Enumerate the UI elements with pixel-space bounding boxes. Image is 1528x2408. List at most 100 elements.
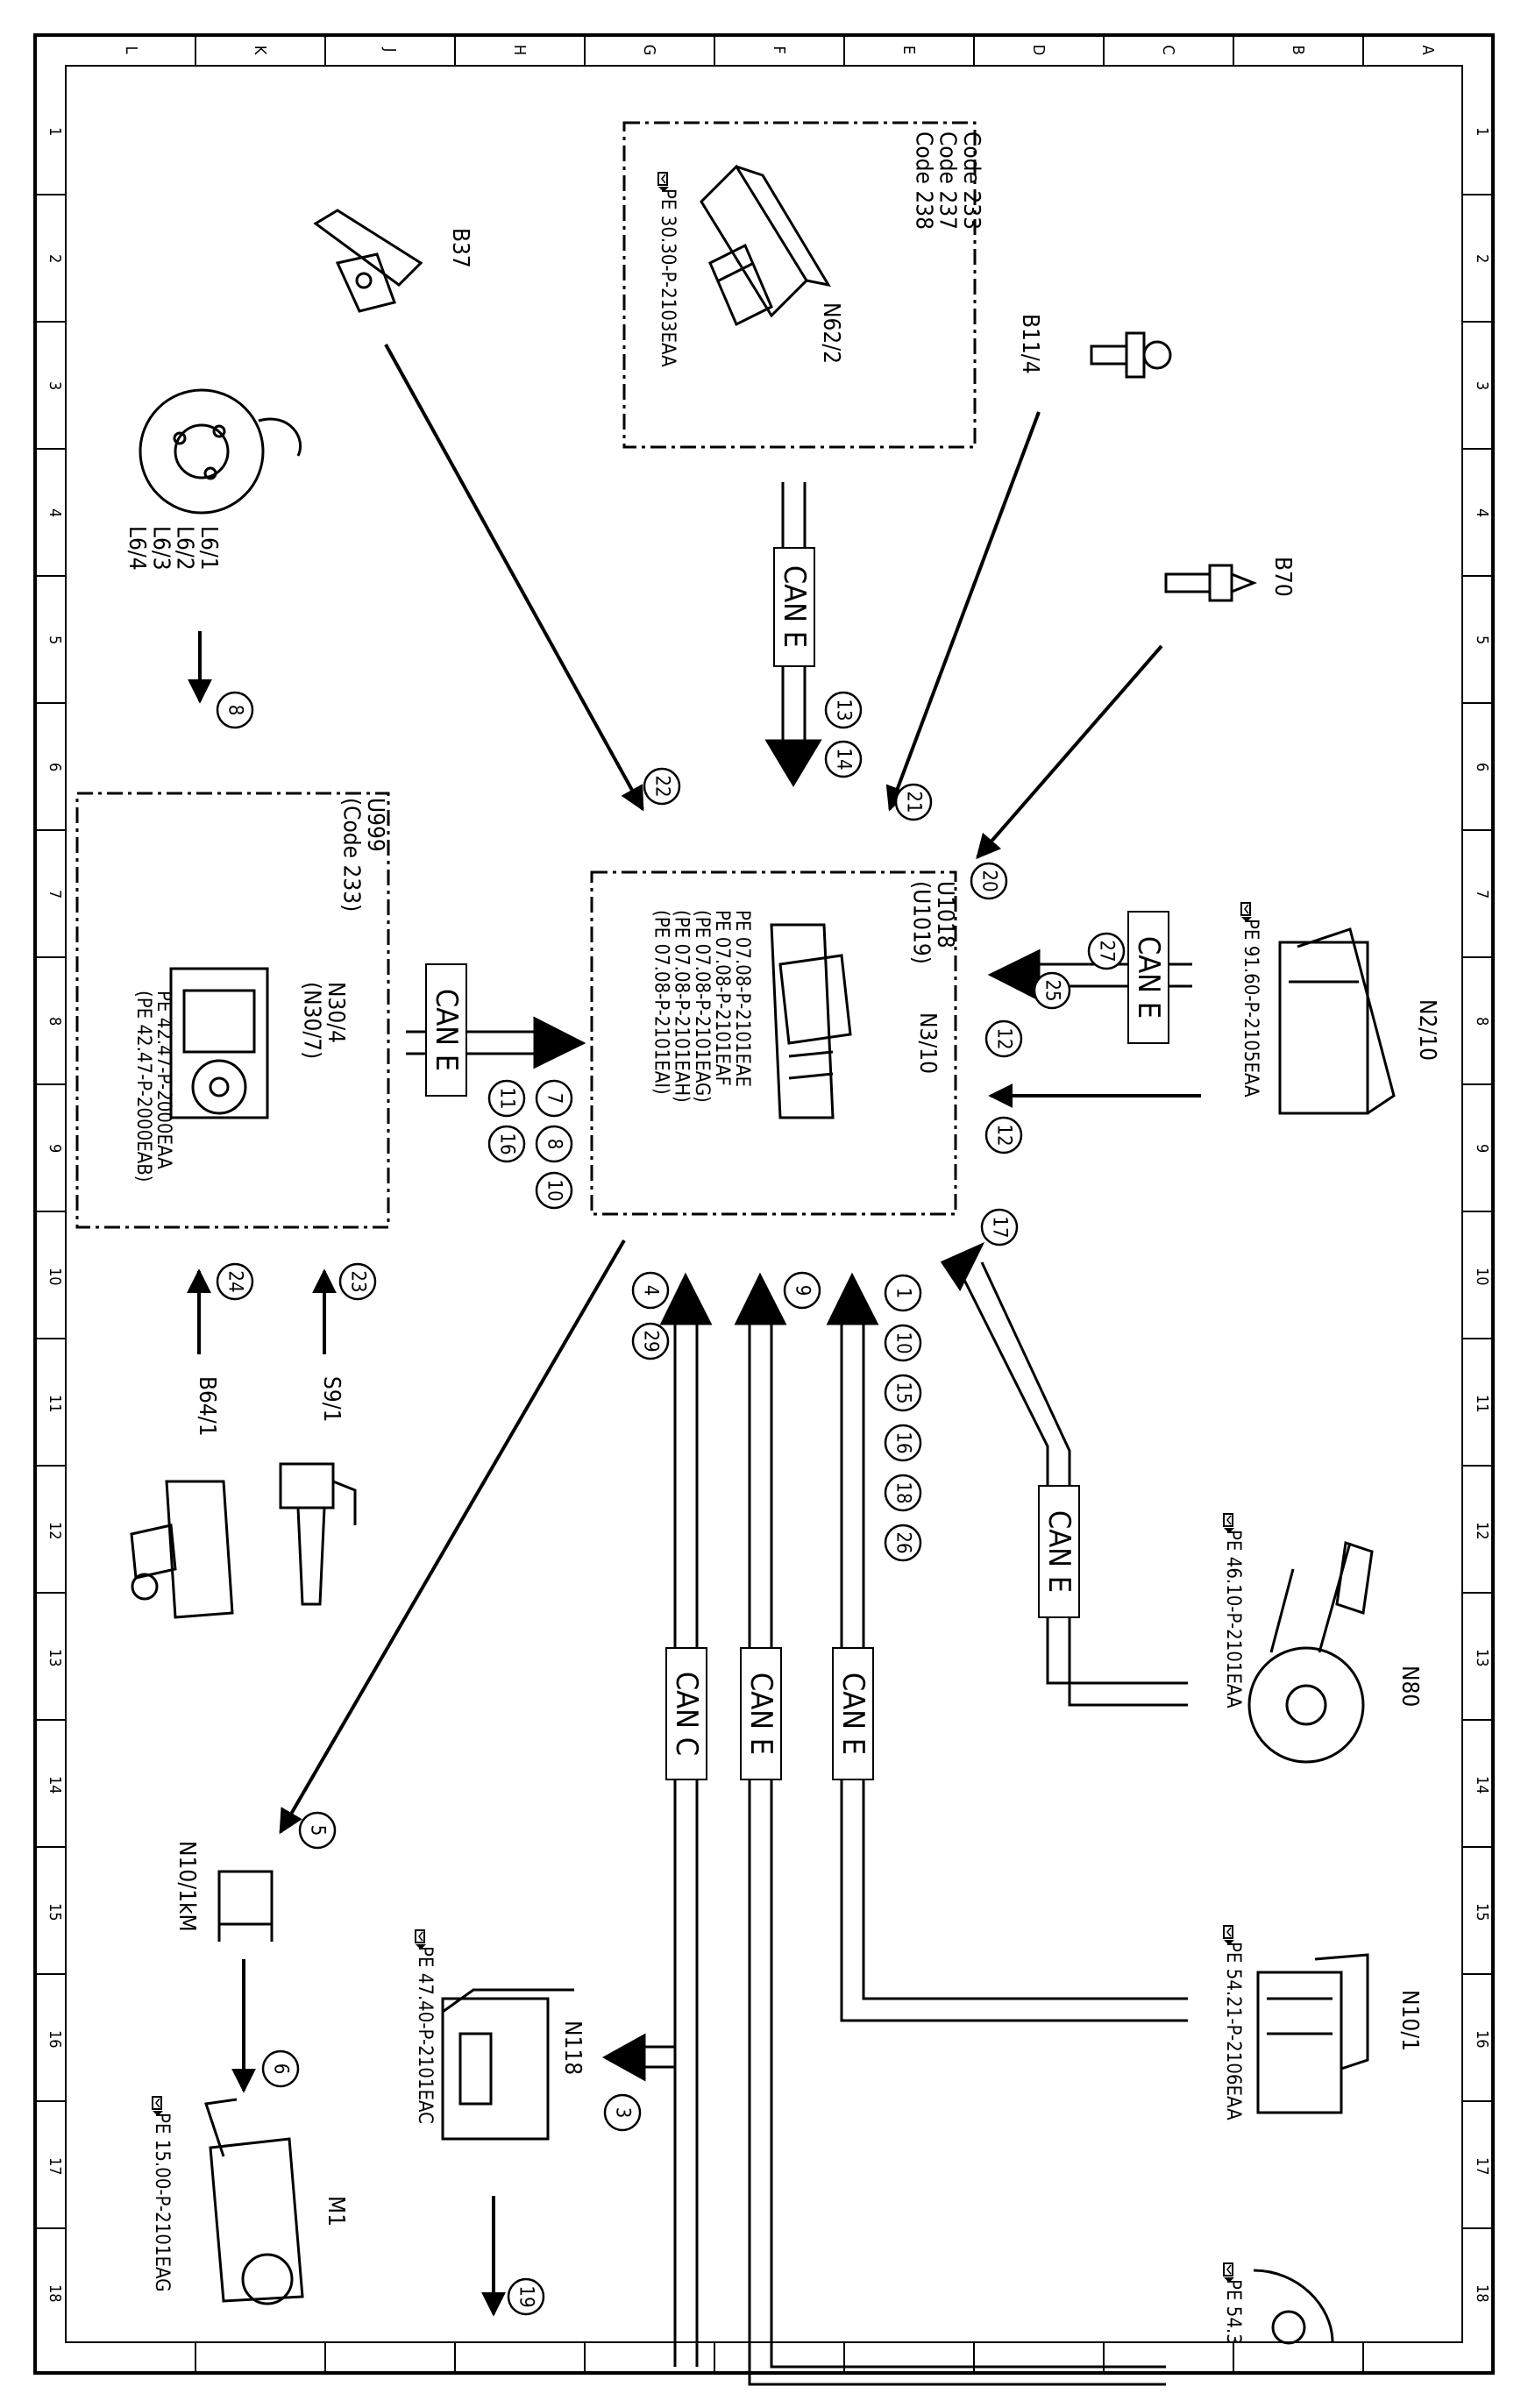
n62-2-module-icon [700,164,832,327]
m1-starter-motor-icon [204,2098,304,2305]
svg-text:20: 20 [978,870,1000,891]
svg-text:CAN E: CAN E [1131,936,1166,1019]
col-label: L [122,46,140,53]
m1-ref: PE 15.00-P-2101EAG [151,2113,173,2291]
can-e-label-u999: CAN E [425,963,467,1097]
marker-10a: 10 [535,1171,573,1210]
svg-text:6: 6 [270,2063,292,2075]
row-label: 18 [1473,2284,1491,2303]
s9-1-code: S9/1 [318,1376,345,1423]
partial-instrument-cluster-icon [1253,2269,1334,2345]
row-label: 9 [46,1144,64,1153]
marker-3: 3 [603,2093,642,2132]
col-label: D [1029,45,1048,55]
row-grid [35,194,1493,2229]
marker-19: 19 [507,2277,545,2316]
u999-code: U999(Code 233) [338,798,388,912]
n62-2-ref: PE 30.30-P-2103EAA [657,188,679,367]
can-c-label: CAN C [665,1647,707,1780]
row-label: 12 [46,1522,64,1540]
col-label: G [640,45,658,56]
row-label: 5 [1473,636,1491,644]
row-label: 15 [46,1903,64,1921]
row-label: 8 [1473,1017,1491,1026]
svg-text:25: 25 [1041,979,1063,1001]
l6-wheel-speed-sensor-icon [139,388,302,515]
s9-1-switch-icon [279,1462,357,1606]
n10-1-code: N10/1 [1397,1990,1423,2051]
column-letters-top: L K J H G F E D C B A [122,45,1437,56]
n10-1km-relay-icon [217,1870,274,1942]
svg-text:12: 12 [993,1027,1015,1049]
row-label: 8 [46,1017,64,1026]
marker-26: 26 [884,1524,922,1562]
row-label: 4 [46,508,64,517]
u999-optional-box [75,792,390,1229]
svg-text:8: 8 [224,705,246,716]
row-label: 13 [1473,1649,1491,1667]
row-label: 4 [1473,508,1491,517]
svg-text:18: 18 [892,1481,914,1503]
n62-2-note: Code 233Code 237Code 238 [910,131,984,230]
marker-14: 14 [824,740,863,778]
marker-21: 21 [894,783,933,821]
n80-ref: PE 46.10-P-2101EAA [1222,1530,1244,1708]
col-label: C [1159,45,1177,54]
n30-4-code: N30/4(N30/7) [299,982,349,1059]
partial-cluster-ref: PE 54.3 [1222,2279,1244,2345]
reference-markers: 13 14 21 20 22 8 27 25 12 12 17 7 8 10 1… [216,691,1126,2316]
u999-refs: PE 42.47-P-2000EAA(PE 42.47-P-2000EAB) [132,991,174,1183]
n10-1-fuse-box-icon [1256,1953,1369,2114]
row-label: 12 [1473,1522,1491,1540]
can-c-from-n118 [601,1272,713,2367]
marker-1: 1 [884,1274,922,1312]
n80-code: N80 [1397,1666,1423,1707]
row-label: 2 [1473,254,1491,263]
marker-5: 5 [298,1811,337,1850]
row-label: 9 [1473,1144,1491,1153]
row-label: 13 [46,1649,64,1667]
n2-10-module-icon [1278,927,1396,1115]
marker-8b: 8 [535,1125,573,1163]
marker-7: 7 [535,1079,573,1118]
svg-text:9: 9 [792,1285,814,1296]
row-label: 11 [46,1395,64,1413]
marker-17: 17 [980,1208,1019,1247]
svg-text:CAN E: CAN E [835,1673,871,1755]
marker-20: 20 [970,862,1008,900]
col-label: F [770,46,788,53]
svg-text:26: 26 [892,1531,914,1553]
row-label: 7 [46,890,64,899]
n3-10-ecu-icon [770,923,852,1119]
row-label: 2 [46,254,64,263]
svg-text:12: 12 [993,1124,1015,1146]
svg-text:22: 22 [651,775,673,797]
svg-text:13: 13 [833,699,855,721]
n2-10-ref: PE 91.60-P-2105EAA [1240,919,1261,1097]
svg-text:3: 3 [612,2107,634,2119]
svg-text:21: 21 [903,791,925,813]
svg-text:CAN E: CAN E [429,989,464,1071]
svg-text:16: 16 [496,1133,518,1154]
n118-ref: PE 47.40-P-2101EAC [414,1946,436,2124]
row-label: 5 [46,636,64,644]
b64-1-code: B64/1 [194,1376,220,1437]
n3-10-refs: PE 07.08-P-2101EAEPE 07.08-P-2101EAF(PE … [650,910,753,1103]
svg-text:24: 24 [224,1270,246,1292]
n3-10-control-unit-box [590,870,957,1216]
col-label: K [251,46,269,55]
row-label: 11 [1473,1395,1491,1413]
n30-4-abs-unit-icon [169,967,269,1119]
row-label: 1 [1473,127,1491,136]
marker-25: 25 [1033,971,1071,1010]
marker-9: 9 [783,1271,821,1310]
n118-module-icon [441,1988,574,2141]
row-label: 1 [46,127,64,136]
n2-10-code: N2/10 [1414,999,1440,1061]
row-label: 16 [46,2030,64,2049]
n80-steering-column-icon [1247,1541,1374,1764]
row-label: 3 [1473,381,1491,390]
can-e-from-cluster [734,1272,1166,2386]
row-numbers-left: 1 2 3 4 5 6 7 8 9 10 11 12 13 14 15 16 1… [46,127,64,2303]
